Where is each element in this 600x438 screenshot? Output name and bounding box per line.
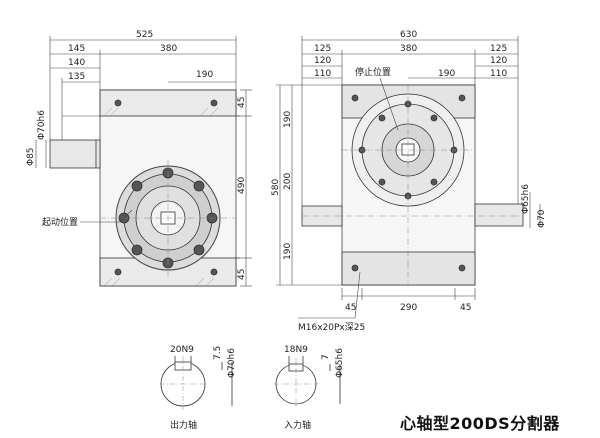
- drawing-title: 心轴型200DS分割器: [400, 414, 560, 433]
- right-dim-290: 290: [400, 303, 417, 313]
- right-dims: [276, 36, 541, 319]
- left-dim-45-top: 45: [237, 97, 247, 108]
- right-dim-phi65h6: Φ65h6: [521, 184, 531, 214]
- right-shaft-right: [474, 203, 524, 227]
- input-depth-dim: 7: [321, 354, 331, 360]
- left-shaft: [49, 139, 101, 169]
- right-dim-580: 580: [271, 179, 281, 196]
- right-dim-190-lower: 190: [283, 243, 293, 260]
- right-dim-120-right: 120: [490, 56, 507, 66]
- input-key-dim: 18N9: [284, 345, 308, 355]
- right-dim-45-left: 45: [345, 303, 356, 313]
- output-dia-dim: Φ70h6: [227, 348, 237, 378]
- left-dim-135: 135: [68, 72, 85, 82]
- right-view: [301, 84, 524, 286]
- right-bottom-plate: [341, 251, 476, 286]
- right-dim-phi70: Φ70: [537, 209, 547, 228]
- start-position-label: 起动位置: [42, 216, 78, 228]
- left-dim-140: 140: [68, 58, 85, 68]
- right-dim-120-left: 120: [314, 56, 331, 66]
- left-dim-phi85: Φ85: [26, 147, 36, 166]
- right-dim-190-top: 190: [438, 69, 455, 79]
- left-dim-phi70h6: Φ70h6: [37, 110, 47, 140]
- input-shaft-section: [274, 356, 341, 408]
- left-dim-190: 190: [196, 70, 213, 80]
- input-dia-dim: Φ65h6: [335, 348, 345, 378]
- output-key-dim: 20N9: [170, 345, 194, 355]
- input-shaft-label: 入力轴: [284, 419, 311, 431]
- right-dim-110-left: 110: [314, 69, 331, 79]
- stop-position-label: 停止位置: [355, 66, 391, 78]
- right-dim-630: 630: [400, 30, 417, 40]
- output-shaft-section: [160, 356, 233, 410]
- right-dim-110-right: 110: [490, 69, 507, 79]
- right-dim-125-right: 125: [490, 44, 507, 54]
- left-dim-525: 525: [136, 30, 153, 40]
- left-dims: [35, 36, 252, 287]
- right-dim-200: 200: [283, 173, 293, 190]
- thread-note: M16x20Px深25: [298, 322, 365, 333]
- right-dim-380: 380: [400, 44, 417, 54]
- left-dim-380: 380: [160, 44, 177, 54]
- right-dim-190-upper: 190: [283, 111, 293, 128]
- output-depth-dim: 7.5: [213, 346, 223, 360]
- right-dim-125-left: 125: [314, 44, 331, 54]
- left-view: [49, 89, 240, 287]
- output-shaft-label: 出力轴: [170, 419, 197, 431]
- left-dim-490: 490: [237, 177, 247, 194]
- left-dim-145: 145: [68, 44, 85, 54]
- left-dim-45-bottom: 45: [237, 269, 247, 280]
- right-dim-45-right: 45: [460, 303, 471, 313]
